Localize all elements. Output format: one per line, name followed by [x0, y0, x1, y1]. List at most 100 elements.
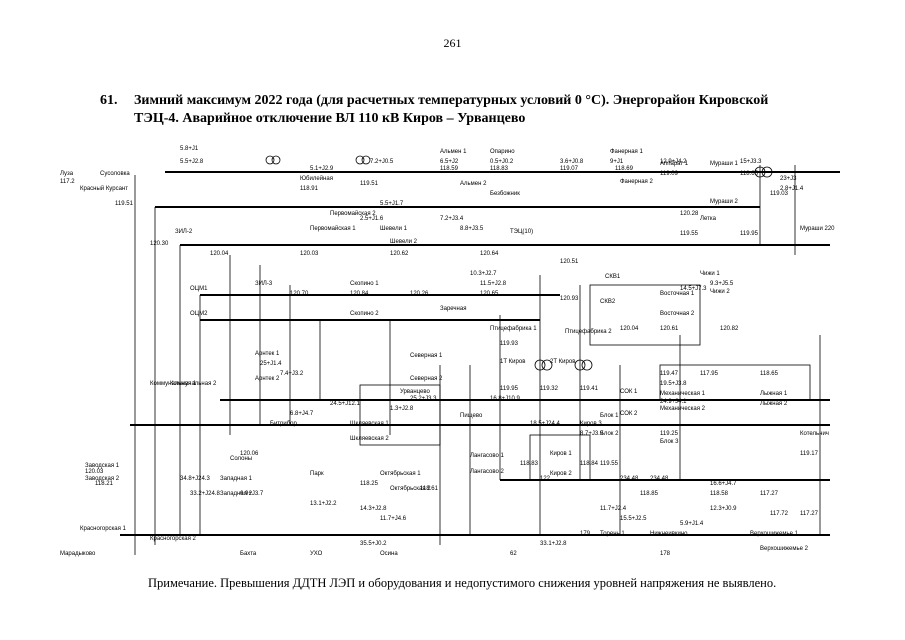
station-label: СОК 2 [620, 411, 638, 417]
voltage-value: 120.93 [560, 296, 579, 302]
station-label: Осина [380, 551, 398, 557]
power-flow-label: 24.9+J4.1 [660, 399, 687, 405]
station-label: Восточная 1 [660, 291, 695, 297]
station-label: Птицефабрика 1 [490, 326, 537, 332]
power-flow-label: 0.5+J0.2 [490, 159, 514, 165]
voltage-value: 119.51 [115, 201, 134, 207]
power-flow-label: 6.5+J2 [440, 159, 459, 165]
voltage-value: 119.55 [600, 461, 619, 467]
power-flow-label: 2.8+J1.4 [780, 186, 804, 192]
voltage-value: 119.07 [560, 166, 579, 172]
station-label: Механическая 1 [660, 391, 706, 397]
power-flow-label: 24.5+J12.1 [330, 401, 361, 407]
voltage-value: 118.59 [440, 166, 459, 172]
power-flow-label: 14.3+J2.8 [360, 506, 387, 512]
station-label: Мураши 1 [710, 161, 739, 167]
voltage-value: 234.48 [620, 476, 639, 482]
voltage-value: 119.93 [500, 341, 519, 347]
voltage-value: 120.03 [85, 469, 104, 475]
power-flow-label: 7.4+J3.2 [280, 371, 304, 377]
station-label: Заречная [440, 306, 466, 312]
voltage-value: 118.83 [520, 461, 539, 467]
station-label: Юбилейная [300, 175, 333, 182]
voltage-value: 119.17 [800, 451, 819, 457]
power-flow-label: 9.3+J5.5 [710, 281, 734, 287]
voltage-value: 234.48 [650, 476, 669, 482]
station-label: Птицефабрика 2 [565, 329, 612, 335]
power-flow-label: 7.2+J0.5 [370, 159, 394, 165]
station-label: Киров 2 [550, 471, 572, 477]
power-flow-label: 19.5+J3.8 [660, 381, 687, 387]
power-flow-label: 18.5+J24.4 [530, 421, 561, 427]
page-heading: 61.Зимний максимум 2022 года (для расчет… [100, 92, 860, 128]
voltage-value: 119.25 [660, 431, 679, 437]
page-number: 261 [443, 36, 462, 50]
voltage-value: 118.25 [360, 481, 379, 487]
station-label: ТЭЦ(10) [510, 229, 533, 235]
power-flow-label: 25.2+J3.3 [410, 396, 437, 402]
station-label: Шкляевская 2 [350, 436, 389, 442]
voltage-value: 117.2 [60, 179, 75, 185]
station-label: Безбожник [490, 191, 520, 197]
power-flow-label: 10.3+J2.7 [470, 271, 497, 277]
voltage-value: 120.64 [480, 251, 499, 257]
power-flow-label: 12.3+J0.9 [710, 506, 737, 512]
station-label: ЗИЛ-3 [255, 281, 273, 287]
station-label: Красногорская 1 [80, 526, 127, 532]
heading-number: 61. [100, 93, 118, 108]
power-flow-label: 8.8+J3.5 [460, 226, 484, 232]
station-label: СКВ1 [605, 274, 621, 280]
station-label: Октябрьская 2 [390, 486, 431, 492]
voltage-value: 120.03 [300, 251, 319, 257]
station-label: Северная 1 [410, 353, 443, 359]
power-flow-label: 5.5+J2.8 [180, 159, 204, 165]
power-flow-label: 14.5+J7.3 [680, 286, 707, 292]
station-label: Шевели 1 [380, 226, 408, 232]
voltage-value: 118.21 [95, 481, 114, 487]
voltage-value: 120.04 [210, 251, 229, 257]
voltage-value: 120.06 [240, 451, 259, 457]
station-label: Коммунальная 2 [170, 381, 217, 387]
voltage-value: 117.72 [770, 511, 789, 517]
station-label: 2Т Киров [550, 359, 575, 365]
station-label: Шевели 2 [390, 239, 418, 245]
station-label: УХО [310, 551, 323, 557]
station-label: Западная 1 [220, 476, 253, 482]
voltage-value: 120.28 [680, 211, 699, 217]
voltage-value: 119.32 [540, 386, 559, 392]
voltage-value: 120.65 [480, 291, 499, 297]
voltage-value: 120.26 [410, 291, 429, 297]
station-label: Западная 2 [220, 491, 253, 497]
voltage-value: 119.95 [500, 386, 519, 392]
station-label: Блок 2 [600, 431, 619, 437]
voltage-value: 122 [540, 476, 551, 482]
station-label: Фанерная 2 [620, 179, 653, 185]
power-flow-label: 6.9+J3.7 [240, 491, 264, 497]
station-label: Красногорская 2 [150, 536, 197, 542]
voltage-value: 118.84 [580, 461, 599, 467]
schematic-lines [120, 155, 840, 555]
power-flow-label: 35.5+J0.2 [360, 541, 387, 547]
power-flow-label: 34.8+J24.3 [180, 476, 211, 482]
voltage-value: 118.85 [640, 491, 659, 497]
station-label: Солоны [230, 456, 252, 462]
station-label: Первомайская 2 [330, 210, 376, 217]
station-label: 1Т Киров [500, 359, 525, 365]
station-label: Скопино 1 [350, 281, 379, 287]
station-label: Котельнич [800, 431, 829, 437]
power-flow-label: 3.6+J0.8 [560, 159, 584, 165]
station-label: Лангасово 2 [470, 469, 505, 475]
station-label: Лангасово 1 [470, 453, 505, 459]
power-flow-label: 8.7+J3.9 [580, 431, 604, 437]
station-label: Урванцево [400, 389, 430, 395]
station-label: Битрибор [270, 421, 297, 427]
power-flow-label: 5.8+J1 [180, 146, 199, 152]
station-label: Верхошижемье 2 [760, 546, 809, 552]
voltage-value: 119.51 [360, 181, 379, 187]
voltage-value: 179 [580, 531, 591, 537]
voltage-value: 120.04 [620, 326, 639, 332]
voltage-value: 118.83 [490, 166, 509, 172]
